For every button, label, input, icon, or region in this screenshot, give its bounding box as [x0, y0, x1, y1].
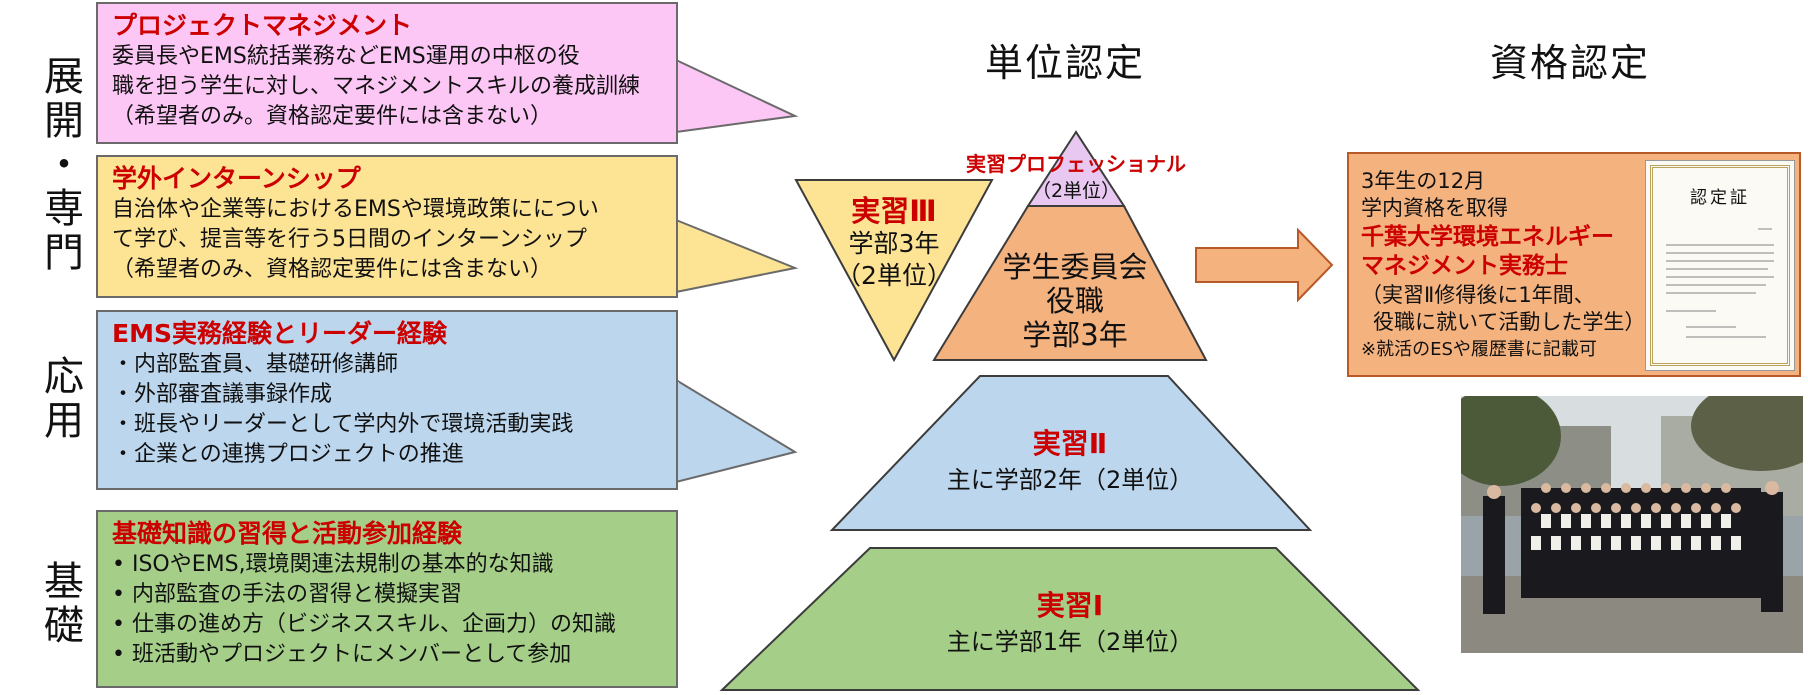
internship-line: （希望者のみ、資格認定要件には含まない） [112, 257, 553, 282]
cert-note: （実習Ⅱ修得後に1年間、 [1361, 283, 1595, 307]
internship-line: て学び、提言等を行う5日間のインターンシップ [112, 227, 587, 252]
pyramid-top-professional [1026, 130, 1126, 207]
professional-credits: （2単位） [1031, 180, 1121, 202]
certificate-text-lines [1666, 228, 1774, 338]
cert-timing: 3年生の12月 [1361, 169, 1486, 193]
practice3-title: 実習Ⅲ [851, 194, 937, 228]
committee-line: 学生委員会 [1002, 250, 1148, 284]
cert-note: 役職に就いて活動した学生） [1373, 310, 1646, 334]
cert-qualification-name: 千葉大学環境エネルギー [1361, 224, 1614, 250]
practice2-desc: 主に学部2年（2単位） [946, 466, 1194, 494]
practice1-label: 実習Ⅰ 主に学部1年（2単位） [900, 588, 1240, 660]
internship-box: 学外インターンシップ 自治体や企業等におけるEMSや環境政策にについ て学び、提… [96, 155, 678, 298]
blue-callout-tail [675, 378, 798, 484]
professional-title: 実習プロフェッショナル [966, 152, 1186, 176]
practice1-desc: 主に学部1年（2単位） [946, 628, 1194, 656]
qualification-heading: 資格認定 [1490, 41, 1651, 85]
cert-qualification-name: マネジメント実務士 [1361, 253, 1568, 279]
group-photo [1461, 396, 1803, 653]
certificate-title: 認定証 [1690, 188, 1750, 208]
experience-line: ・外部審査議事録作成 [112, 382, 333, 407]
level-label-applied: 応用 [37, 355, 83, 443]
committee-line: 役職 [1045, 284, 1104, 318]
level-label-basic: 基礎 [37, 560, 83, 648]
practice3-credits: （2単位） [836, 261, 952, 290]
level-label-advanced: 展開・専門 [37, 55, 83, 275]
experience-line: ・企業との連携プロジェクトの推進 [112, 442, 464, 467]
knowledge-line: • 班活動やプロジェクトにメンバーとして参加 [112, 642, 572, 667]
practice2-title: 実習Ⅱ [1032, 427, 1108, 460]
practice3-triangle [794, 179, 994, 363]
knowledge-line: • ISOやEMS,環境関連法規制の基本的な知識 [112, 552, 554, 577]
pyramid-level-2 [829, 375, 1313, 531]
management-box: プロジェクトマネジメント 委員長やEMS統括業務などEMS運用の中枢の役 職を担… [96, 2, 678, 144]
experience-title: EMS実務経験とリーダー経験 [112, 319, 447, 348]
yellow-callout-tail [675, 218, 799, 294]
credit-heading: 単位認定 [985, 41, 1146, 85]
cert-note: ※就活のESや履歴書に記載可 [1361, 339, 1597, 360]
management-line: （希望者のみ。資格認定要件には含まない） [112, 104, 553, 129]
internship-title: 学外インターンシップ [112, 164, 361, 193]
knowledge-line: • 内部監査の手法の習得と模擬実習 [112, 582, 462, 607]
management-line: 職を担う学生に対し、マネジメントスキルの養成訓練 [112, 74, 641, 99]
experience-box: EMS実務経験とリーダー経験 ・内部監査員、基礎研修講師 ・外部審査議事録作成 … [96, 310, 678, 490]
knowledge-box: 基礎知識の習得と活動参加経験 • ISOやEMS,環境関連法規制の基本的な知識 … [96, 510, 678, 688]
committee-label: 学生委員会 役職 学部3年 [980, 250, 1170, 352]
practice2-label: 実習Ⅱ 主に学部2年（2単位） [900, 426, 1240, 498]
group-photo-illustration [1461, 396, 1803, 653]
practice1-title: 実習Ⅰ [1036, 589, 1104, 622]
management-line: 委員長やEMS統括業務などEMS運用の中枢の役 [112, 44, 580, 69]
committee-line: 学部3年 [1022, 318, 1128, 352]
certification-box: 3年生の12月 学内資格を取得 千葉大学環境エネルギー マネジメント実務士 （実… [1347, 152, 1801, 377]
knowledge-line: • 仕事の進め方（ビジネススキル、企画力）の知識 [112, 612, 616, 637]
practice3-label: 実習Ⅲ 学部3年 （2単位） [830, 194, 958, 292]
pink-callout-tail [675, 58, 799, 134]
experience-line: ・内部監査員、基礎研修講師 [112, 352, 399, 377]
internship-line: 自治体や企業等におけるEMSや環境政策にについ [112, 197, 599, 222]
pyramid-level-1 [719, 547, 1421, 691]
practice3-year: 学部3年 [848, 229, 940, 258]
experience-line: ・班長やリーダーとして学内外で環境活動実践 [112, 412, 574, 437]
management-title: プロジェクトマネジメント [112, 11, 413, 40]
arrow-to-certification [1195, 227, 1334, 303]
certificate-image: 認定証 [1645, 160, 1795, 371]
knowledge-title: 基礎知識の習得と活動参加経験 [112, 519, 463, 548]
cert-acquire: 学内資格を取得 [1361, 196, 1508, 220]
